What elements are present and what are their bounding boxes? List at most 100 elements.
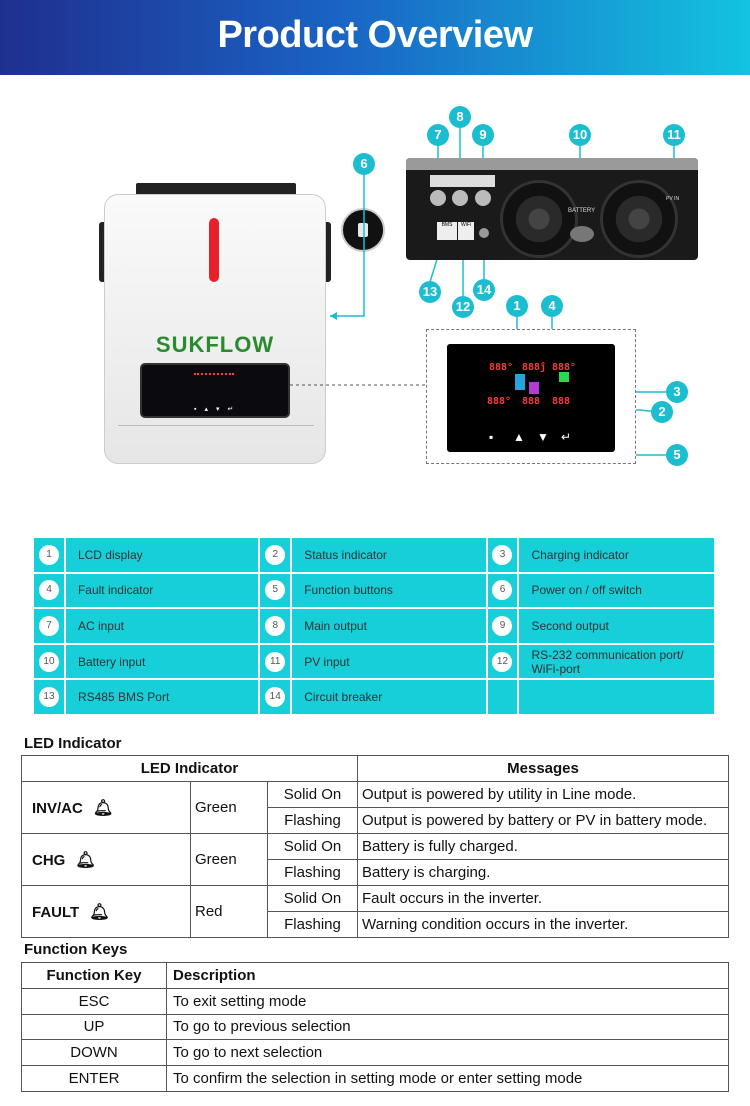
feature-label: Main output [290, 607, 488, 645]
led-header-row: LED Indicator Messages [21, 755, 729, 782]
function-keys-title: Function Keys [24, 941, 128, 958]
battery-icon [529, 382, 539, 394]
function-key-row: UP To go to previous selection [21, 1013, 729, 1041]
inverter-front-screen: ▪▴▾↵ [140, 363, 290, 418]
wifi-label: WiFi [461, 222, 471, 228]
inverter-side-handle-left [99, 222, 107, 282]
enter-button-icon[interactable]: ↵ [561, 430, 572, 444]
brand-logo: SUKFLOW [155, 332, 275, 357]
led-state: Solid On [267, 833, 358, 860]
feature-number-cell: 2 [258, 536, 293, 574]
feature-number: 4 [38, 580, 59, 601]
status-indicator-icon [515, 374, 525, 390]
led-color: Green [190, 833, 268, 886]
callout-5: 5 [666, 444, 688, 466]
function-key-row: DOWN To go to next selection [21, 1039, 729, 1067]
feature-label: Fault indicator [63, 571, 261, 610]
led-name-cell: FAULT🔔︎ [21, 885, 191, 938]
led-name: CHG [32, 851, 66, 869]
feature-label: Battery input [63, 642, 261, 681]
cooling-fan-left [500, 180, 578, 258]
feature-number-cell: 12 [485, 642, 520, 681]
callout-11: 11 [663, 124, 685, 146]
led-name: INV/AC [32, 799, 83, 817]
feature-label: Charging indicator [517, 536, 716, 574]
feature-number-cell: 13 [32, 678, 66, 716]
battery-terminal [570, 226, 594, 242]
front-screen-digits [194, 373, 234, 387]
inverter-front-seam [118, 425, 314, 426]
callout-4: 4 [541, 295, 563, 317]
function-key-row: ENTER To confirm the selection in settin… [21, 1065, 729, 1092]
feature-label: Second output [517, 607, 716, 645]
feature-number: 12 [492, 651, 513, 672]
callout-14: 14 [473, 279, 495, 301]
main-output-terminal [452, 190, 468, 206]
callout-13: 13 [419, 281, 441, 303]
bms-port: BMS [437, 222, 457, 240]
function-key-header: Function Key [21, 962, 167, 989]
feature-number: 14 [265, 687, 286, 708]
led-name-cell: INV/AC🔔︎ [21, 781, 191, 834]
second-output-terminal [475, 190, 491, 206]
callout-9: 9 [472, 124, 494, 146]
down-button-icon[interactable]: ▼ [537, 430, 549, 444]
function-key-name: ENTER [21, 1065, 167, 1092]
led-color: Red [190, 885, 268, 938]
led-indicator-table: LED Indicator Messages INV/AC🔔︎ Green So… [21, 755, 729, 938]
led-message: Warning condition occurs in the inverter… [357, 911, 729, 938]
feature-number: 10 [38, 651, 59, 672]
feature-number-cell: 7 [32, 607, 66, 645]
lcd-segment-c: 888° [552, 362, 577, 373]
feature-number-cell: 6 [485, 571, 520, 610]
cooling-fan-right [600, 180, 678, 258]
feature-number: 3 [492, 544, 513, 565]
callout-10: 10 [569, 124, 591, 146]
led-row-chg: CHG🔔︎ Green Solid On Battery is fully ch… [21, 833, 729, 886]
led-header-indicator: LED Indicator [21, 755, 358, 782]
feature-label: Power on / off switch [517, 571, 716, 610]
function-key-description: To exit setting mode [166, 987, 729, 1015]
function-key-name: ESC [21, 987, 167, 1015]
bms-label: BMS [441, 222, 453, 228]
led-row-inv-ac: INV/AC🔔︎ Green Solid On Output is powere… [21, 781, 729, 834]
feature-number-cell [485, 678, 520, 716]
callout-7: 7 [427, 124, 449, 146]
callout-1: 1 [506, 295, 528, 317]
led-state: Solid On [267, 885, 358, 912]
feature-label: Circuit breaker [290, 678, 488, 716]
callout-6: 6 [353, 153, 375, 175]
front-screen-buttons: ▪▴▾↵ [194, 406, 242, 413]
description-header: Description [166, 962, 729, 989]
led-message: Battery is fully charged. [357, 833, 729, 860]
battery-label: BATTERY [568, 208, 596, 214]
feature-number: 2 [265, 544, 286, 565]
function-key-description: To go to previous selection [166, 1013, 729, 1041]
feature-number-cell: 11 [258, 642, 293, 681]
callout-3: 3 [666, 381, 688, 403]
feature-label: AC input [63, 607, 261, 645]
feature-number-cell: 1 [32, 536, 66, 574]
feature-label: RS-232 communication port/ WiFi-port [517, 642, 716, 681]
feature-number: 11 [265, 651, 286, 672]
esc-button-icon[interactable]: ▪ [489, 430, 494, 444]
feature-number: 13 [38, 687, 59, 708]
led-row-chg-2: Flashing Battery is charging. [22, 859, 729, 886]
up-button-icon[interactable]: ▲ [513, 430, 525, 444]
feature-number-cell: 14 [258, 678, 293, 716]
power-switch-detail [341, 208, 385, 252]
callout-8: 8 [449, 106, 471, 128]
feature-label: RS485 BMS Port [63, 678, 261, 716]
led-state: Flashing [267, 911, 358, 938]
inverter-mount-bracket [136, 183, 296, 197]
charging-indicator-icon [559, 372, 569, 382]
led-row-fault-2: Flashing Warning condition occurs in the… [22, 911, 729, 938]
feature-number-cell: 8 [258, 607, 293, 645]
led-header-messages: Messages [357, 755, 729, 782]
function-key-row: ESC To exit setting mode [21, 987, 729, 1015]
led-message: Battery is charging. [357, 859, 729, 886]
